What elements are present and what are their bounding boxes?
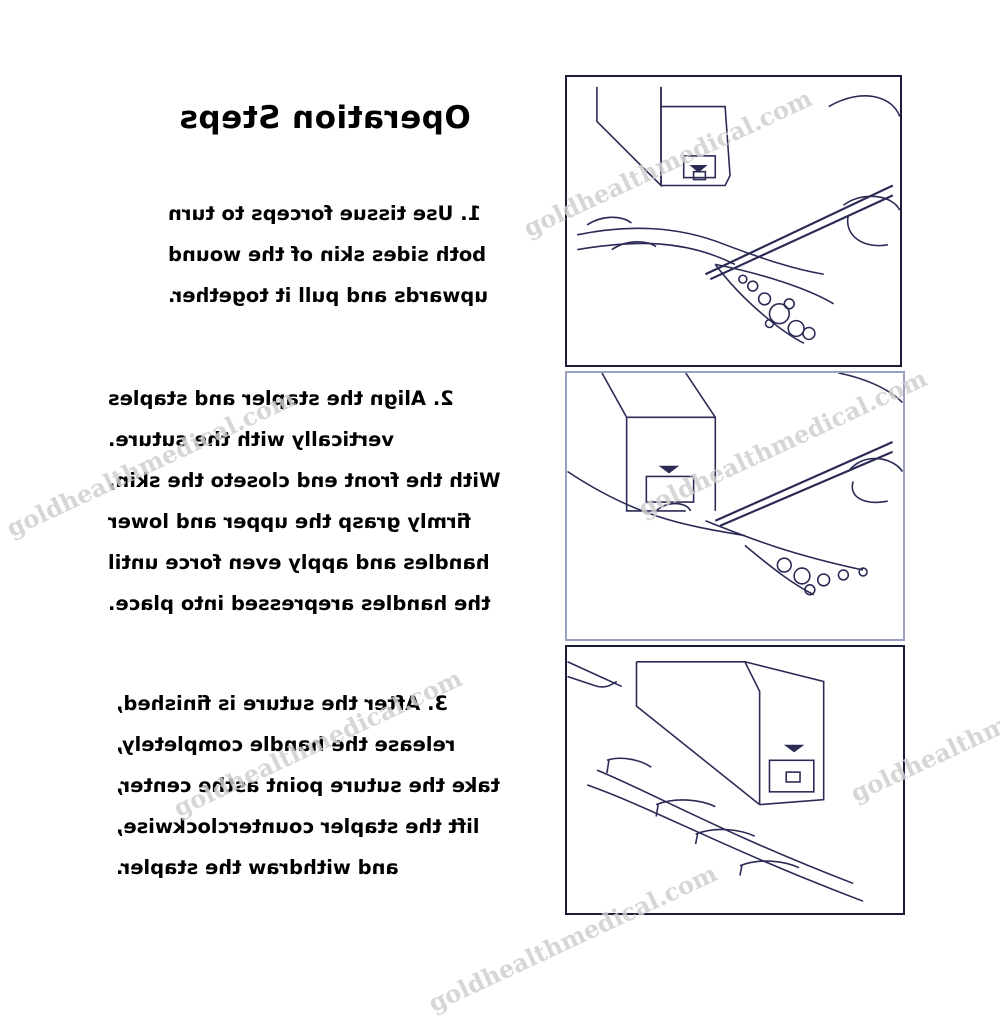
- forceps-illustration: [577, 86, 900, 345]
- step-2-line-6: the handles arepressed into place.: [107, 592, 490, 615]
- step-2-line-5: handles and apply even force until: [107, 551, 490, 574]
- page-title: Operation Steps: [160, 100, 490, 136]
- step-2-line-4: firmly grasp the upper and lower: [107, 510, 471, 533]
- step-3-line-5: and withdraw the stapler.: [116, 856, 399, 879]
- step-1-line-1: 1. Use tissue forceps to turn: [167, 202, 482, 225]
- step-2-line-1: 2. Align the stapler and staples: [107, 387, 454, 410]
- illustration-step-3: [565, 645, 905, 915]
- page-title-text: Operation Steps: [179, 100, 471, 136]
- stapler-withdraw-illustration: [567, 660, 864, 902]
- step-2: 2. Align the stapler and staples vertica…: [108, 378, 501, 624]
- step-1-line-3: upwards and pull it together.: [167, 284, 488, 307]
- step-1-line-2: both sides skin of the wound: [167, 243, 487, 266]
- step-3: 3. After the suture is finished, release…: [116, 683, 500, 888]
- illustration-step-2: [565, 371, 905, 641]
- illustration-step-1: [565, 75, 902, 367]
- step-1: 1. Use tissue forceps to turn both sides…: [168, 193, 488, 316]
- stapler-align-illustration: [567, 373, 903, 596]
- step-3-line-4: lift the stapler counterclockwise,: [116, 815, 480, 838]
